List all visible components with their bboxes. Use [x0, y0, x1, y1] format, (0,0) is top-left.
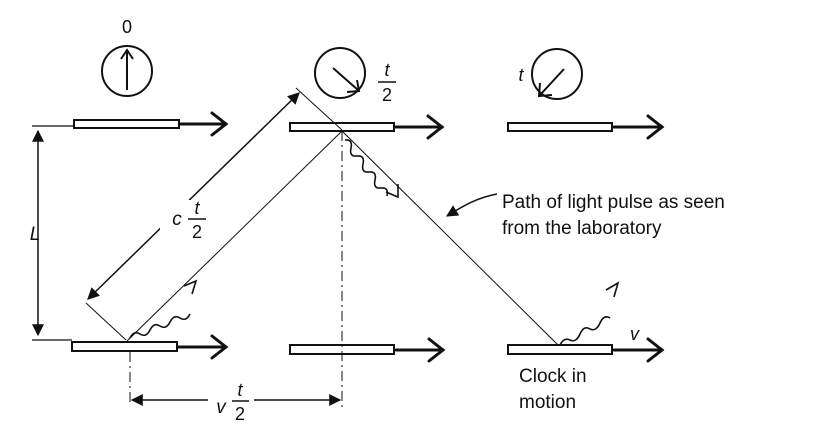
clock-face-start: [101, 45, 153, 97]
path-caption-line2: from the laboratory: [502, 218, 662, 239]
mirror-bottom-start: [71, 341, 178, 352]
path-caption-pointer-arrow: [445, 193, 498, 217]
light-path-label-numerator: t: [194, 198, 200, 218]
light-path-up: [126, 130, 343, 342]
clock-reading-middle-denominator: 2: [382, 85, 392, 105]
displacement-label-denominator: 2: [235, 404, 245, 424]
light-path-label-prefix: c: [172, 209, 182, 230]
clock-reading-start: 0: [122, 17, 132, 37]
clock-caption-line1: Clock in: [519, 366, 587, 387]
displacement-label-prefix: v: [216, 397, 227, 418]
photon-wave-icon: [129, 139, 620, 346]
light-path-down: [341, 130, 559, 346]
light-path-label-backdrop: [160, 200, 212, 250]
mirror-top-end: [507, 122, 613, 132]
clock-face-middle: [314, 47, 366, 99]
path-caption-line1: Path of light pulse as seen: [502, 192, 725, 213]
light-path-length-arrow: [87, 92, 300, 300]
clock-reading-end: t: [518, 65, 524, 85]
displacement-label-backdrop: [208, 380, 254, 430]
displacement-label-numerator: t: [237, 380, 243, 400]
light-path-extension-bottom: [85, 302, 127, 341]
velocity-label: v: [630, 324, 640, 344]
light-path-extension-top: [295, 87, 343, 131]
clock-face-end: [531, 48, 583, 100]
mirror-top-start: [73, 119, 180, 129]
mirror-bottom-end: [507, 344, 613, 355]
separation-label: L: [30, 224, 41, 245]
clock-reading-middle-numerator: t: [384, 60, 390, 80]
clock-caption-line2: motion: [519, 392, 576, 413]
light-path-label-denominator: 2: [192, 222, 202, 242]
